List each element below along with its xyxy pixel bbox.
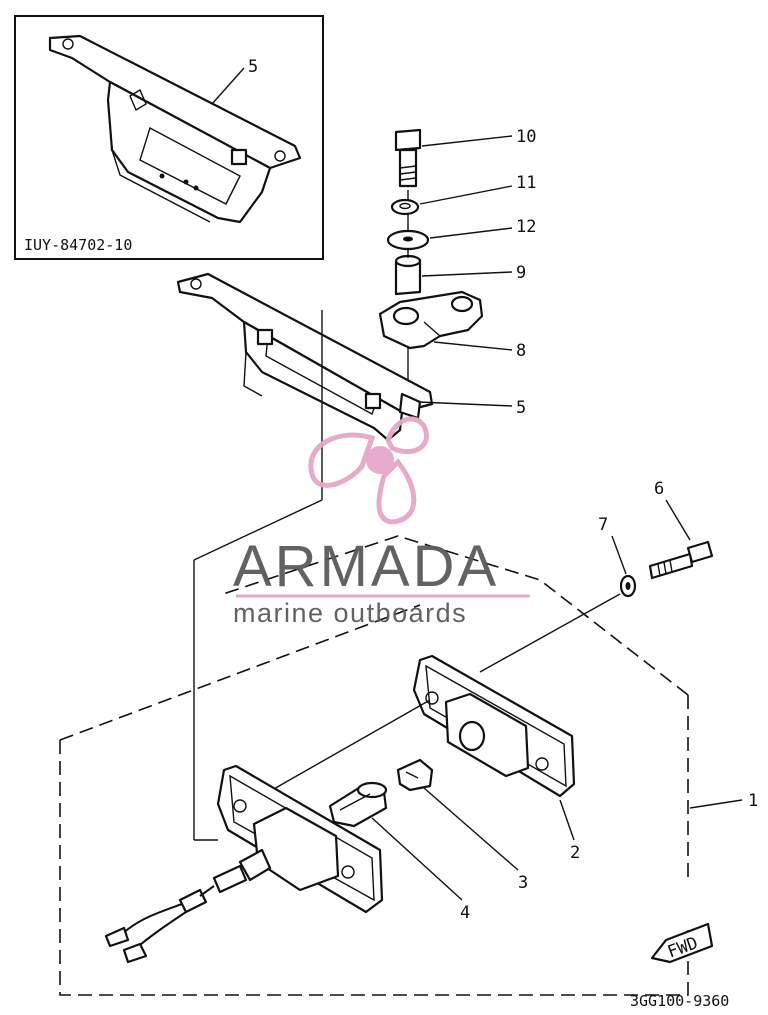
armada-watermark: ARMADA marine outboards bbox=[233, 416, 530, 628]
lamp-housing bbox=[216, 764, 384, 914]
washer-7 bbox=[619, 574, 637, 598]
callout-3: 3 bbox=[518, 873, 528, 893]
spring-washer-11 bbox=[390, 198, 420, 216]
callout-12: 12 bbox=[516, 217, 536, 237]
collar-9 bbox=[394, 254, 422, 296]
bulb-socket-4 bbox=[328, 781, 388, 828]
bracket-arm-8 bbox=[378, 290, 484, 350]
callout-1: 1 bbox=[748, 791, 758, 811]
callout-2: 2 bbox=[570, 843, 580, 863]
leader-3 bbox=[423, 787, 519, 871]
callout-9: 9 bbox=[516, 263, 526, 283]
inset-bracket bbox=[48, 34, 302, 224]
lamp-lens-2 bbox=[412, 654, 576, 798]
leader-8 bbox=[433, 341, 513, 351]
callout-5: 5 bbox=[516, 398, 526, 418]
bulb-3 bbox=[396, 758, 434, 792]
bolt-10 bbox=[394, 128, 422, 188]
propeller-logo-icon bbox=[308, 416, 429, 525]
leader-12 bbox=[429, 227, 513, 239]
callout-10: 10 bbox=[516, 127, 536, 147]
leader-10 bbox=[421, 135, 513, 147]
inset-leader bbox=[211, 67, 245, 105]
leader-6 bbox=[665, 499, 691, 541]
screw-6 bbox=[648, 540, 714, 580]
inset-code: IUY-84702-10 bbox=[24, 236, 132, 254]
watermark-tagline: marine outboards bbox=[233, 598, 467, 628]
wire-harness bbox=[104, 848, 272, 964]
leader-9 bbox=[421, 271, 513, 277]
callout-11: 11 bbox=[516, 173, 536, 193]
callout-6: 6 bbox=[654, 479, 664, 499]
leader-1 bbox=[689, 799, 743, 809]
callout-4: 4 bbox=[460, 903, 470, 923]
leader-11 bbox=[419, 185, 513, 205]
assembly-frame bbox=[59, 535, 689, 996]
leader-4 bbox=[371, 817, 463, 901]
callout-7: 7 bbox=[598, 515, 608, 535]
plain-washer-12 bbox=[386, 229, 430, 251]
inset-box: 5 IUY-84702-10 bbox=[14, 15, 324, 260]
mounting-bracket-5 bbox=[176, 272, 434, 442]
callout-8: 8 bbox=[516, 341, 526, 361]
leader-5 bbox=[417, 401, 513, 407]
fwd-arrow-icon: FWD bbox=[650, 922, 714, 964]
watermark-brand: ARMADA bbox=[233, 534, 499, 599]
drawing-number: 3GG100-9360 bbox=[630, 992, 729, 1010]
leader-2 bbox=[559, 799, 575, 841]
leader-7 bbox=[611, 535, 627, 575]
inset-callout-5: 5 bbox=[248, 57, 258, 77]
